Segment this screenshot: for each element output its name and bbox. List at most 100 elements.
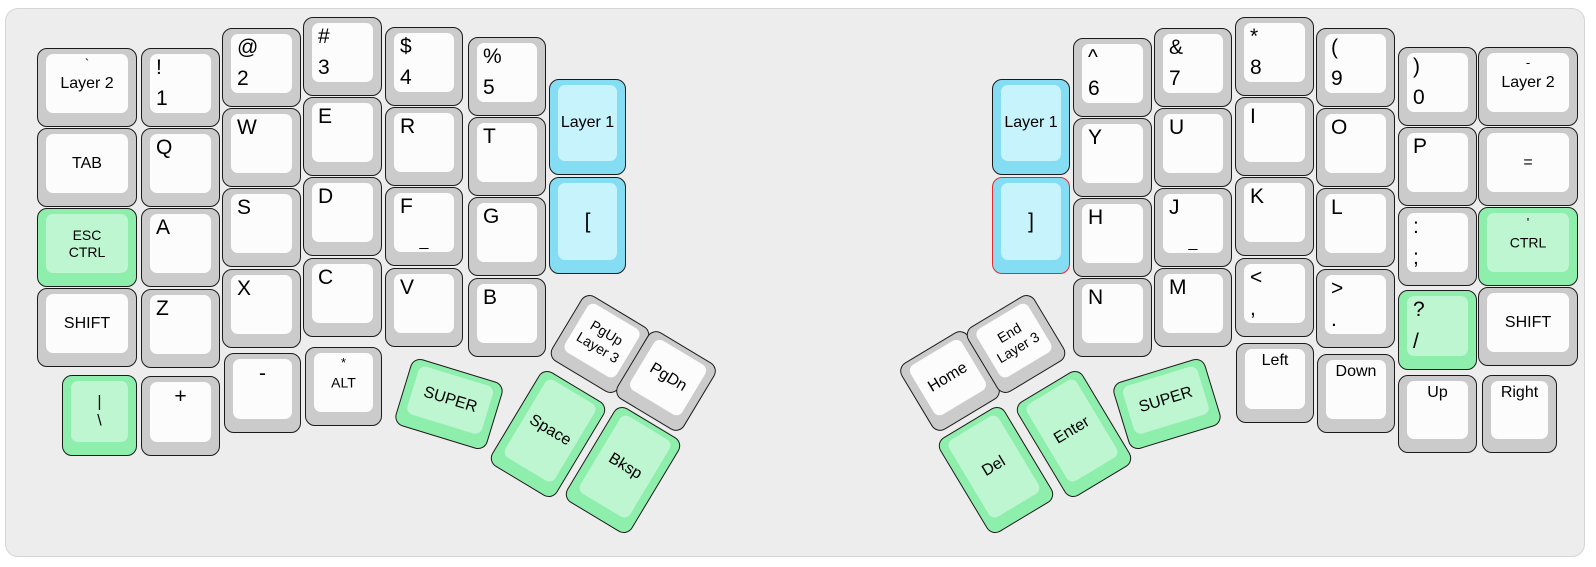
- keytop-f: F_: [394, 193, 454, 252]
- key-quote-ctrl-label: CTRL: [1509, 233, 1547, 250]
- key-hash-3[interactable]: #3: [303, 17, 382, 96]
- key-question-slash[interactable]: ?/: [1398, 290, 1477, 370]
- keytop-a: A: [150, 214, 211, 273]
- key-asterisk-alt-label: *: [340, 355, 347, 370]
- key-s[interactable]: S: [222, 188, 301, 267]
- key-percent-5-label: 5: [483, 76, 495, 100]
- key-minus-layer2[interactable]: -Layer 2: [1478, 47, 1578, 126]
- keytop-asterisk-alt: *ALT: [314, 353, 373, 412]
- key-bracket-close[interactable]: ]: [992, 177, 1070, 274]
- keytop-x: X: [231, 275, 292, 334]
- key-w-label: W: [237, 116, 257, 139]
- key-colon-semicolon[interactable]: :;: [1398, 207, 1477, 286]
- key-colon-semicolon-label: :: [1413, 215, 1419, 238]
- key-equals[interactable]: =: [1478, 127, 1578, 206]
- key-paren-0[interactable]: )0: [1398, 47, 1477, 126]
- key-layer1-left[interactable]: Layer 1: [549, 79, 626, 175]
- key-q[interactable]: Q: [141, 128, 220, 207]
- key-k[interactable]: K: [1235, 177, 1314, 256]
- keytop-grave-layer2: `Layer 2: [46, 54, 128, 113]
- key-b[interactable]: B: [468, 278, 546, 357]
- key-dollar-4-label: 4: [400, 66, 412, 90]
- key-caret-6[interactable]: ^6: [1073, 38, 1152, 117]
- key-esc-ctrl[interactable]: ESC CTRL: [37, 208, 137, 287]
- key-e[interactable]: E: [303, 97, 382, 176]
- key-shift-right[interactable]: SHIFT: [1478, 287, 1578, 366]
- key-exclam-1[interactable]: !1: [141, 48, 220, 127]
- key-d[interactable]: D: [303, 177, 382, 256]
- key-asterisk-alt[interactable]: *ALT: [305, 347, 382, 426]
- key-minus-label: -: [259, 362, 266, 385]
- key-caret-6-label: ^: [1088, 46, 1098, 69]
- key-paren-9-label: 9: [1331, 67, 1343, 91]
- key-esc-ctrl-label: ESC CTRL: [68, 226, 106, 260]
- key-end-layer3-label: End Layer 3: [993, 319, 1043, 367]
- key-p[interactable]: P: [1398, 127, 1477, 206]
- key-f-label: F: [400, 195, 413, 218]
- key-greater-period-label: .: [1331, 308, 1337, 332]
- key-space-label: Space: [526, 411, 575, 450]
- key-super-right-label: SUPER: [1136, 383, 1195, 417]
- key-tab-label: TAB: [72, 154, 102, 172]
- key-w[interactable]: W: [222, 108, 301, 187]
- key-del-label: Del: [979, 452, 1009, 480]
- key-up-arrow[interactable]: Up: [1398, 375, 1477, 453]
- key-right-arrow[interactable]: Right: [1482, 375, 1557, 453]
- key-left-arrow[interactable]: Left: [1236, 343, 1314, 423]
- key-dollar-4[interactable]: $4: [385, 27, 463, 106]
- key-f[interactable]: F_: [385, 187, 463, 266]
- key-j[interactable]: J_: [1154, 188, 1232, 267]
- key-c-label: C: [318, 266, 334, 289]
- key-bksp-label: Bksp: [605, 449, 645, 483]
- key-less-comma[interactable]: <,: [1235, 258, 1314, 337]
- key-h[interactable]: H: [1073, 198, 1152, 277]
- keytop-y: Y: [1082, 124, 1143, 183]
- keytop-quote-ctrl: 'CTRL: [1487, 213, 1569, 272]
- key-o[interactable]: O: [1316, 108, 1395, 187]
- key-shift-left[interactable]: SHIFT: [37, 288, 137, 367]
- key-percent-5[interactable]: %5: [468, 37, 546, 116]
- keytop-layer1-right: Layer 1: [1001, 85, 1061, 161]
- key-asterisk-8[interactable]: *8: [1235, 17, 1314, 96]
- key-at-2[interactable]: @2: [222, 28, 301, 107]
- key-shift-left-label: SHIFT: [63, 314, 111, 332]
- keytop-pipe-backslash: | \: [71, 381, 128, 442]
- key-r[interactable]: R: [385, 107, 463, 186]
- key-paren-9[interactable]: (9: [1316, 28, 1395, 107]
- keytop-v: V: [394, 274, 454, 333]
- key-c[interactable]: C: [303, 258, 382, 337]
- key-u[interactable]: U: [1154, 108, 1232, 187]
- key-greater-period[interactable]: >.: [1316, 269, 1395, 348]
- keytop-shift-right: SHIFT: [1487, 293, 1569, 352]
- key-minus[interactable]: -: [224, 353, 301, 433]
- keytop-u: U: [1163, 114, 1223, 173]
- key-pipe-backslash[interactable]: | \: [62, 375, 137, 456]
- key-amp-7[interactable]: &7: [1154, 28, 1232, 107]
- key-x[interactable]: X: [222, 269, 301, 348]
- key-bracket-open[interactable]: [: [549, 177, 626, 274]
- key-m[interactable]: M: [1154, 268, 1232, 347]
- keytop-b: B: [477, 284, 537, 343]
- key-grave-layer2[interactable]: `Layer 2: [37, 48, 137, 127]
- key-i[interactable]: I: [1235, 97, 1314, 176]
- key-layer1-right[interactable]: Layer 1: [992, 79, 1070, 175]
- key-tab[interactable]: TAB: [37, 128, 137, 207]
- key-plus[interactable]: +: [141, 376, 220, 456]
- key-t[interactable]: T: [468, 117, 546, 196]
- key-g[interactable]: G: [468, 197, 546, 276]
- key-less-comma-label: <: [1250, 266, 1263, 289]
- key-down-arrow[interactable]: Down: [1317, 354, 1395, 433]
- key-pgdn-label: PgDn: [646, 359, 690, 395]
- key-z[interactable]: Z: [141, 289, 220, 368]
- key-i-label: I: [1250, 105, 1256, 128]
- key-v[interactable]: V: [385, 268, 463, 347]
- key-y[interactable]: Y: [1073, 118, 1152, 197]
- key-quote-ctrl[interactable]: 'CTRL: [1478, 207, 1578, 286]
- key-hash-3-label: 3: [318, 56, 330, 80]
- key-a[interactable]: A: [141, 208, 220, 287]
- key-n[interactable]: N: [1073, 278, 1152, 357]
- key-pipe-backslash-label: | \: [97, 392, 102, 430]
- key-l[interactable]: L: [1316, 188, 1395, 267]
- keytop-plus: +: [150, 382, 211, 442]
- keytop-i: I: [1244, 103, 1305, 162]
